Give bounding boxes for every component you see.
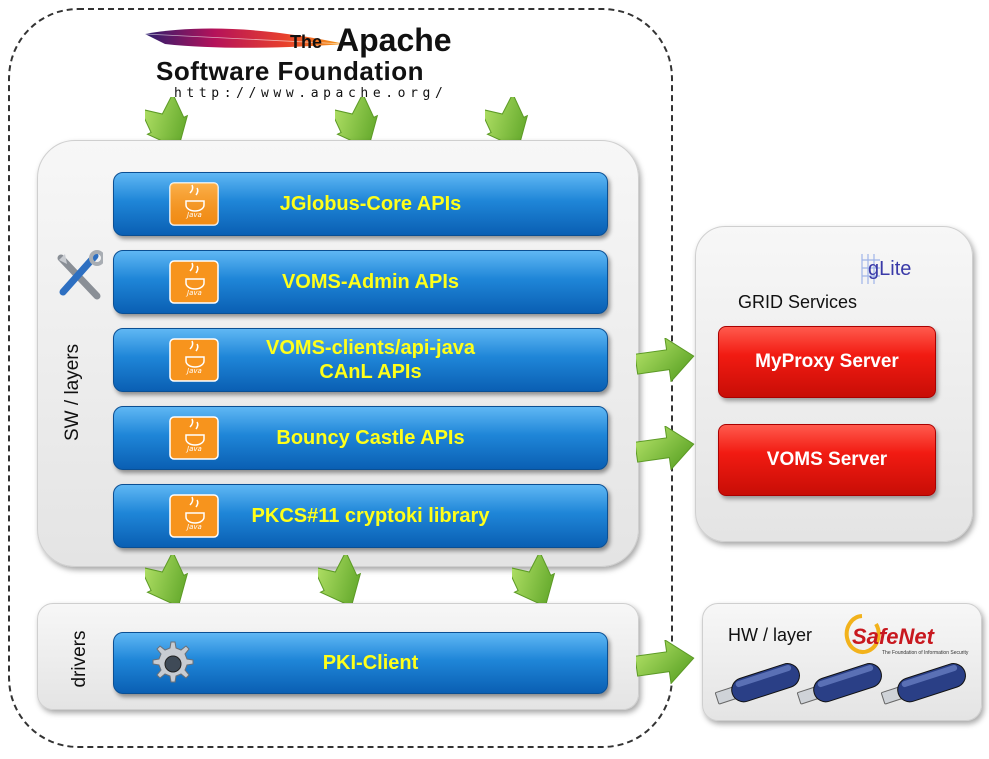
sw-layers-label: SW / layers <box>62 343 83 441</box>
hw-layer-panel <box>702 603 982 721</box>
apache-feather-icon <box>144 28 346 48</box>
glite-logo: gLite <box>860 252 936 292</box>
safenet-logo: SafeNet The Foundation of Information Se… <box>842 612 970 660</box>
glite-logo-text: gLite <box>868 258 912 280</box>
myproxy-server[interactable]: MyProxy Server <box>718 326 936 398</box>
apache-name: Apache <box>336 22 452 58</box>
pki-client-bar[interactable]: PKI-Client <box>113 632 608 694</box>
java-icon: Java <box>169 182 219 226</box>
apache-url: http://www.apache.org/ <box>174 86 448 101</box>
voms-server[interactable]: VOMS Server <box>718 424 936 496</box>
svg-text:Java: Java <box>185 211 202 219</box>
svg-text:Java: Java <box>185 445 202 453</box>
safenet-logo-text: SafeNet <box>852 624 934 649</box>
drivers-label: drivers <box>69 630 90 688</box>
layer-bar-bouncy-castle[interactable]: Java Bouncy Castle APIs <box>113 406 608 470</box>
layer-bar-label: VOMS-clients/api-java CAnL APIs <box>266 337 475 383</box>
safenet-swirl-icon <box>844 614 881 654</box>
safenet-tagline: The Foundation of Information Security <box>882 650 969 656</box>
java-icon: Java <box>169 338 219 382</box>
apache-the: The <box>290 32 323 52</box>
layer-bar-label: VOMS-Admin APIs <box>281 271 460 293</box>
down-arrow-icon <box>335 97 379 150</box>
layer-bar-label: Bouncy Castle APIs <box>276 427 465 449</box>
layer-bar-voms-clients[interactable]: Java VOMS-clients/api-java CAnL APIs <box>113 328 608 392</box>
java-icon: Java <box>169 416 219 460</box>
java-icon: Java <box>169 260 219 304</box>
svg-text:Java: Java <box>185 523 202 531</box>
svg-text:Java: Java <box>185 367 202 375</box>
right-arrow-icon <box>636 640 695 684</box>
layer-bar-voms-admin[interactable]: Java VOMS-Admin APIs <box>113 250 608 314</box>
java-icon: Java <box>169 494 219 538</box>
layer-bar-label: JGlobus-Core APIs <box>279 193 462 215</box>
grid-services-title: GRID Services <box>738 292 858 312</box>
down-arrow-icon <box>145 555 189 608</box>
hw-layer-title: HW / layer <box>728 625 813 645</box>
svg-text:Java: Java <box>185 289 202 297</box>
tools-icon <box>57 250 103 300</box>
layer-bar-label: PKCS#11 cryptoki library <box>251 505 490 527</box>
apache-logo: The Apache Software Foundation http://ww… <box>140 22 520 101</box>
down-arrow-icon <box>145 97 189 150</box>
layer-bar-pkcs11[interactable]: Java PKCS#11 cryptoki library <box>113 484 608 548</box>
gear-icon <box>152 641 194 683</box>
usb-token-icon <box>714 663 800 705</box>
right-arrow-icon <box>636 426 695 470</box>
apache-foundation: Software Foundation <box>156 56 425 86</box>
down-arrow-icon <box>318 555 362 608</box>
down-arrow-icon <box>512 555 556 608</box>
right-arrow-icon <box>636 338 695 382</box>
pki-client-label: PKI-Client <box>322 652 419 674</box>
down-arrow-icon <box>485 97 529 150</box>
usb-token-icon <box>880 663 966 705</box>
glite-grid-icon <box>861 254 880 284</box>
layer-bar-jglobus[interactable]: Java JGlobus-Core APIs <box>113 172 608 236</box>
usb-token-icon <box>796 663 882 705</box>
